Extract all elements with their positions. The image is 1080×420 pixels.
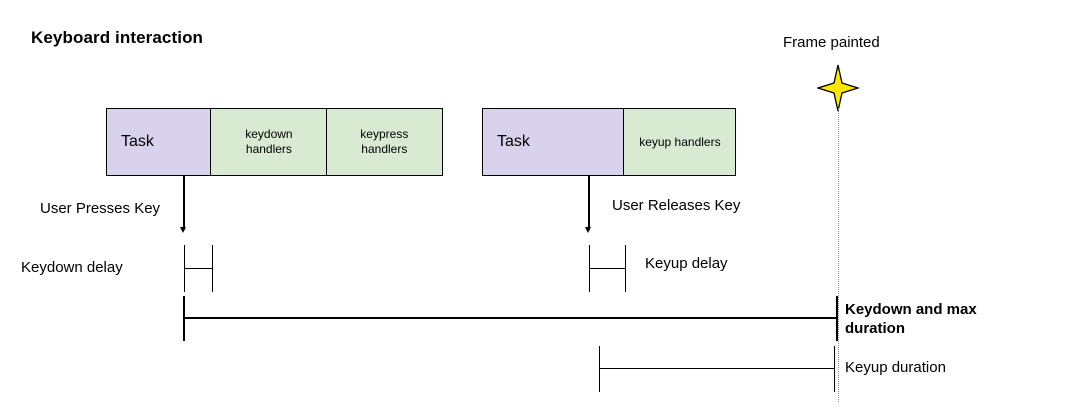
keyup-duration-label: Keyup duration bbox=[845, 359, 946, 376]
user-releases-key-label: User Releases Key bbox=[612, 197, 741, 214]
keyup-delay-label: Keyup delay bbox=[645, 255, 728, 272]
keydown-max-duration-span bbox=[183, 317, 838, 320]
task-block-2[interactable]: Task bbox=[482, 108, 625, 176]
frame-painted-label: Frame painted bbox=[783, 34, 880, 51]
frame-painted-guide-line bbox=[838, 108, 839, 402]
keyup-task-track: Task keyup handlers bbox=[482, 108, 737, 176]
user-releases-key-arrow-line bbox=[588, 176, 590, 230]
keyup-delay-span bbox=[588, 268, 626, 270]
keydown-delay-label: Keydown delay bbox=[21, 259, 123, 276]
keydown-delay-span bbox=[183, 268, 213, 270]
keypress-handlers-block[interactable]: keypress handlers bbox=[325, 108, 443, 176]
user-presses-key-arrow-line bbox=[183, 176, 185, 230]
page-title: Keyboard interaction bbox=[31, 28, 204, 47]
user-presses-key-label: User Presses Key bbox=[40, 200, 161, 217]
user-releases-key-arrowhead bbox=[585, 227, 592, 233]
keydown-task-track: Task keydown handlers keypress handlers bbox=[106, 108, 443, 176]
user-presses-key-arrowhead bbox=[180, 227, 187, 233]
task-block-1[interactable]: Task bbox=[106, 108, 212, 176]
keyup-duration-span bbox=[598, 368, 835, 370]
keydown-handlers-block[interactable]: keydown handlers bbox=[210, 108, 328, 176]
keyup-handlers-block[interactable]: keyup handlers bbox=[623, 108, 737, 176]
keydown-max-duration-label: Keydown and max duration bbox=[845, 301, 977, 338]
four-point-star-icon bbox=[815, 64, 861, 112]
